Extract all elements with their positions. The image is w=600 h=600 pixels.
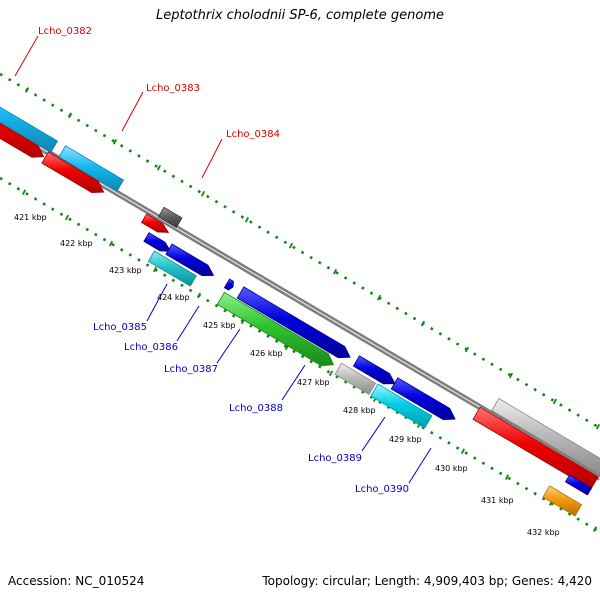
kbp-tick [112, 139, 118, 145]
gene-lcho-0384b [140, 213, 170, 233]
map-title: Leptothrix cholodnii SP-6, complete geno… [156, 8, 444, 23]
gene-leader-line [408, 447, 432, 484]
kbp-tick-label: 430 kbp [435, 464, 468, 473]
kbp-tick [376, 294, 382, 301]
kbp-tick-label: 429 kbp [389, 435, 422, 444]
gene-label: Lcho_0389 [308, 453, 362, 464]
gene-lcho-0389 [334, 362, 377, 396]
kbp-tick-label: 428 kbp [343, 406, 376, 415]
gene-leader-line [176, 305, 200, 342]
kbp-tick-label: 431 kbp [481, 496, 514, 505]
kbp-tick [592, 526, 598, 532]
kbp-tick [200, 190, 206, 197]
kbp-tick [156, 164, 162, 171]
kbp-tick-labels: 421 kbp 422 kbp 423 kbp 424 kbp 425 kbp 426 k… [14, 213, 560, 537]
kbp-tick-label: 424 kbp [157, 293, 190, 302]
gene-features [0, 106, 600, 517]
gene-leader-line [121, 91, 144, 132]
gene-lcho-0383b [41, 151, 105, 194]
accession-text: Accession: NC_010524 [8, 574, 145, 588]
gene-right-orange [542, 485, 583, 517]
kbp-tick [332, 268, 338, 275]
kbp-tick [420, 320, 426, 327]
gene-lcho-0390 [370, 383, 433, 429]
gene-lcho-0387 [147, 250, 197, 287]
kbp-tick [595, 423, 600, 430]
gene-leader-line [281, 364, 306, 401]
gene-lcho-0390a [390, 377, 456, 421]
kbp-tick [64, 214, 70, 221]
kbp-tick [328, 370, 334, 377]
kbp-tick-label: 432 kbp [527, 528, 560, 537]
kbp-tick-label: 422 kbp [60, 239, 93, 248]
gene-label-leaders [14, 35, 432, 484]
kbp-tick-label: 426 kbp [250, 349, 283, 358]
gene-label: Lcho_0390 [355, 484, 409, 495]
kbp-tick-label: 421 kbp [14, 213, 47, 222]
kbp-tick [108, 240, 114, 247]
kbp-tick [552, 398, 558, 405]
gene-lcho-0383 [58, 145, 125, 192]
kbp-tick [196, 292, 202, 299]
gene-label: Lcho_0382 [38, 26, 92, 37]
kbp-tick [464, 346, 470, 353]
gene-lcho-0382 [0, 106, 59, 153]
gene-lcho-0389a [352, 355, 396, 385]
gene-lcho-0386 [165, 243, 215, 277]
gene-leader-line [14, 35, 39, 77]
gene-lcho-0384 [157, 206, 183, 228]
kbp-tick [24, 87, 30, 93]
gene-label: Lcho_0385 [93, 322, 147, 333]
gene-lcho-0388b [236, 286, 351, 359]
gene-lcho-0382b [0, 122, 45, 158]
genome-info-text: Topology: circular; Length: 4,909,403 bp… [262, 574, 592, 588]
gene-leader-line [146, 283, 168, 322]
gene-right-blue [564, 474, 593, 496]
kbp-tick [504, 474, 510, 480]
gene-labels: Lcho_0382Lcho_0383Lcho_0384Lcho_0385Lcho… [38, 26, 409, 495]
kbp-tick [21, 189, 27, 195]
gene-leader-line [201, 138, 223, 179]
gene-label: Lcho_0384 [226, 129, 280, 140]
kbp-tick-label: 423 kbp [109, 266, 142, 275]
kbp-tick [460, 448, 466, 454]
gene-lcho-0388a [223, 278, 234, 291]
kbp-tick [244, 216, 250, 223]
gene-label: Lcho_0386 [124, 342, 178, 353]
gene-leader-line [216, 328, 241, 364]
kbp-tick [67, 112, 73, 119]
outer-dotted-ring [0, 72, 600, 430]
gene-leader-line [361, 416, 386, 452]
gene-label: Lcho_0388 [229, 403, 283, 414]
gene-lcho-0388 [216, 291, 335, 367]
gene-label: Lcho_0387 [164, 364, 218, 375]
kbp-tick [288, 242, 294, 249]
kbp-tick [508, 372, 514, 379]
gene-label: Lcho_0383 [146, 83, 200, 94]
inner-dotted-ring [0, 176, 600, 534]
kbp-tick-label: 425 kbp [203, 321, 236, 330]
gene-lcho-0385 [143, 232, 172, 252]
kbp-tick-label: 427 kbp [297, 378, 330, 387]
kbp-tick [152, 266, 158, 273]
